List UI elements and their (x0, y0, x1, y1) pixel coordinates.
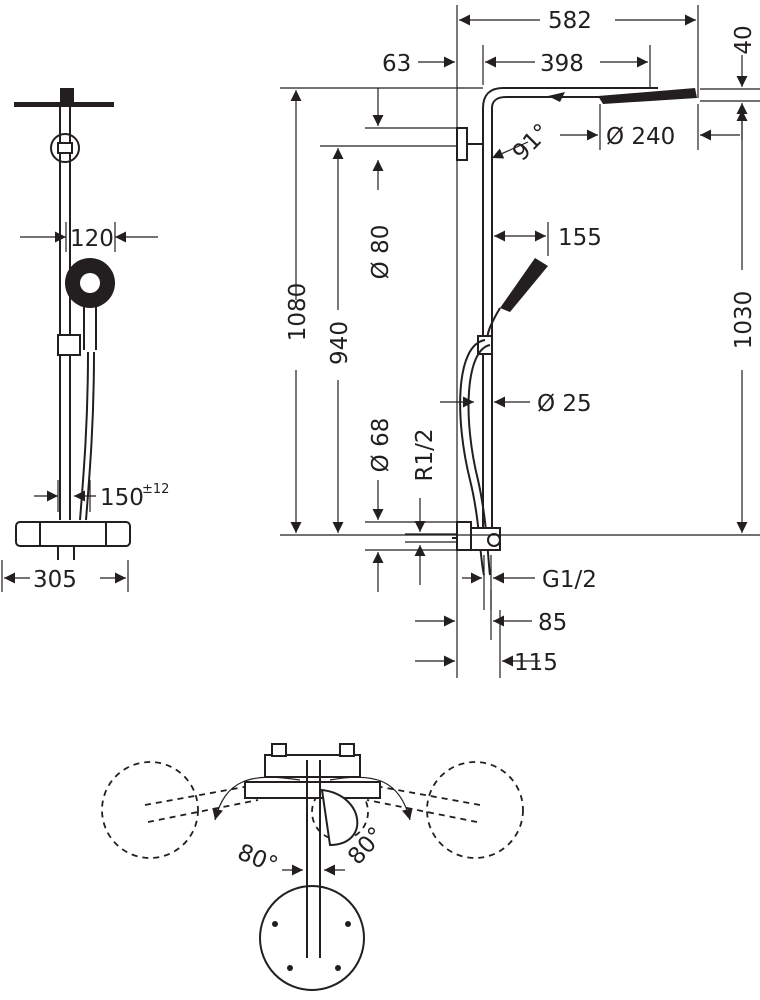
front-head-shower (14, 102, 114, 107)
dim-582-label: 582 (548, 8, 592, 34)
dim-25-label: Ø 25 (537, 391, 592, 417)
dim-80-label: Ø 80 (368, 225, 394, 280)
side-wall-flange (456, 521, 472, 551)
head-screw-2 (345, 921, 351, 927)
dim-91-label: 91° (508, 119, 555, 166)
head-screw-4 (335, 965, 341, 971)
side-hand-shower-head (500, 258, 548, 312)
head-screw-1 (272, 921, 278, 927)
swivel-circle-right (426, 761, 524, 859)
head-screw-3 (287, 965, 293, 971)
swivel-arm-left-dash (144, 784, 259, 823)
swivel-circle-center (311, 783, 369, 841)
front-hose-2 (85, 351, 95, 521)
top-head-shower (259, 885, 365, 991)
dim-305-label: 305 (33, 567, 77, 593)
side-bracket-plate (456, 127, 468, 161)
front-view: 120 150 ±12 305 (1, 88, 169, 593)
angle-left-label: 80° (234, 839, 282, 878)
dim-63-label: 63 (382, 51, 411, 77)
dim-40-label: 40 (731, 25, 757, 54)
dim-85-label: 85 (538, 610, 567, 636)
dim-155-label: 155 (558, 225, 602, 251)
dim-120-label: 120 (70, 226, 114, 252)
side-arm-top (482, 87, 658, 109)
side-view: 582 63 398 40 91° Ø 240 Ø 80 (280, 5, 760, 678)
front-hand-grip (83, 305, 97, 350)
swivel-arm-right-dash (366, 784, 481, 823)
side-head-shower (598, 88, 697, 104)
side-thermostat-knob (487, 533, 501, 547)
front-hand-shower-face (80, 273, 100, 293)
top-thermostat (264, 754, 361, 778)
front-slider (57, 334, 81, 356)
side-arm-joint (548, 92, 565, 102)
side-hose-2 (467, 344, 491, 576)
dim-150-label: 150 (100, 485, 144, 511)
dim-91-arrow (491, 141, 529, 159)
dim-g12-label: G1/2 (542, 567, 597, 593)
side-hose (459, 339, 486, 576)
dim-115-label: 115 (514, 650, 558, 676)
side-arm-bottom (491, 96, 600, 109)
angle-arc-left (212, 776, 301, 821)
swivel-circle-left (101, 761, 199, 859)
angle-arc-right (329, 776, 413, 821)
top-knob-left (271, 743, 287, 757)
front-head-joint (60, 88, 74, 102)
dim-940-label: 940 (327, 321, 353, 365)
top-knob-right (339, 743, 355, 757)
dim-398-label: 398 (540, 51, 584, 77)
dim-240-label: Ø 240 (606, 124, 675, 150)
front-wall-bracket (50, 133, 80, 163)
dim-150-tolerance: ±12 (142, 482, 169, 497)
dim-r12-label: R1/2 (412, 429, 438, 482)
dim-68-label: Ø 68 (368, 418, 394, 473)
dim-1030-label: 1030 (731, 291, 757, 350)
top-thermostat-base (244, 781, 381, 799)
top-view: 80° 80° (101, 743, 524, 991)
front-bracket-clamp (57, 142, 73, 154)
top-hand-shower (320, 788, 359, 847)
front-thermostat (15, 521, 131, 547)
front-hose (79, 351, 89, 521)
dim-1080-label: 1080 (285, 283, 311, 342)
